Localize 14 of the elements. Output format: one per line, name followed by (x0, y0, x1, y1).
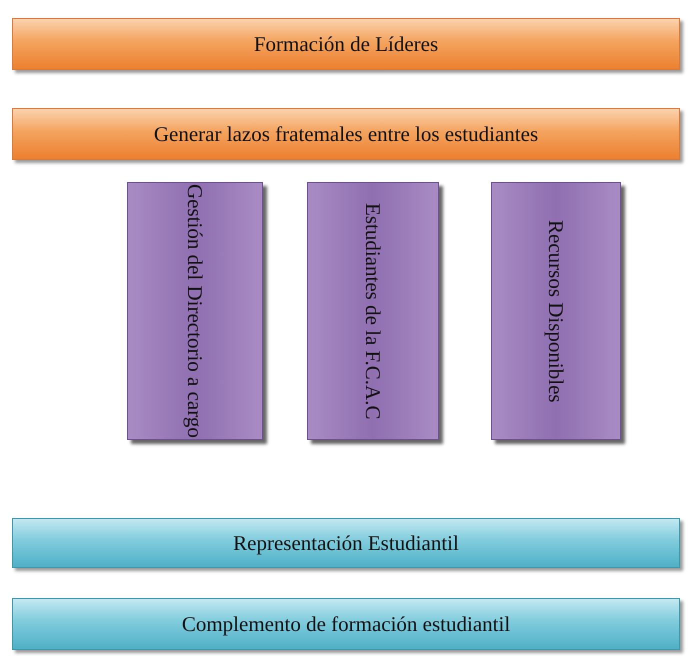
pillar-box (491, 182, 621, 440)
box-label: Recursos Disponibles (544, 220, 568, 402)
box-label: Representación Estudiantil (233, 530, 459, 556)
banner-bar (12, 598, 680, 650)
pillar-box (307, 182, 439, 440)
banner-bar (12, 18, 680, 70)
box-label: Generar lazos fratemales entre los estudiantes (154, 122, 538, 146)
pillar-box (127, 182, 263, 440)
box-label: Gestión del Directorio a cargo (182, 184, 208, 438)
box-label: Estudiantes de la F.C.A.C (360, 202, 386, 420)
box-label: Formación de Líderes (254, 32, 438, 56)
banner-bar (12, 108, 680, 160)
banner-bar (12, 518, 680, 568)
box-label: Complemento de formación estudiantil (182, 612, 510, 636)
